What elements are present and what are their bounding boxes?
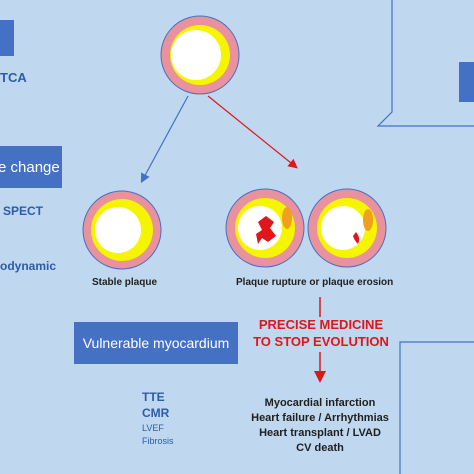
rupture-plaque-label: Plaque rupture or plaque erosion: [236, 277, 394, 288]
rupture-plaque-icon: [225, 188, 305, 268]
outcome-item: Heart failure / Arrhythmias: [251, 412, 389, 424]
outcome-item: Myocardial infarction: [264, 397, 376, 409]
stable-plaque-icon: [82, 190, 162, 270]
right-box: [459, 62, 474, 102]
right-bracket-line: [376, 0, 474, 127]
spect-label: SPECT: [3, 204, 44, 218]
left-top-box: [0, 20, 14, 56]
arrow-to-stable: [140, 95, 189, 184]
outcome-item: CV death: [296, 442, 344, 454]
stable-plaque-label: Stable plaque: [92, 277, 158, 288]
outcome-item: Heart transplant / LVAD: [259, 427, 381, 439]
precise-medicine-text: PRECISE MEDICINE TO STOP EVOLUTION: [236, 316, 406, 350]
precise-line-2: TO STOP EVOLUTION: [253, 334, 389, 349]
arrow-to-rupture: [207, 95, 298, 169]
precise-line-1: PRECISE MEDICINE: [258, 317, 384, 332]
lvef-label: LVEF: [142, 423, 164, 433]
top-vessel-icon: [160, 15, 240, 95]
outcomes-list: Myocardial infarction Heart failure / Ar…: [240, 396, 400, 456]
change-box-label: e change: [0, 158, 60, 176]
fibrosis-label: Fibrosis: [142, 436, 174, 446]
ptca-label: TCA: [0, 70, 27, 85]
erosion-plaque-icon: [307, 188, 387, 268]
hemodynamic-label: odynamic: [0, 259, 57, 273]
change-box: e change: [0, 146, 62, 188]
cmr-label: CMR: [142, 406, 170, 420]
right-lower-line: [399, 341, 474, 474]
vulnerable-myocardium-label: Vulnerable myocardium: [82, 335, 230, 351]
vulnerable-myocardium-box: Vulnerable myocardium: [74, 322, 238, 364]
tte-label: TTE: [142, 390, 165, 404]
